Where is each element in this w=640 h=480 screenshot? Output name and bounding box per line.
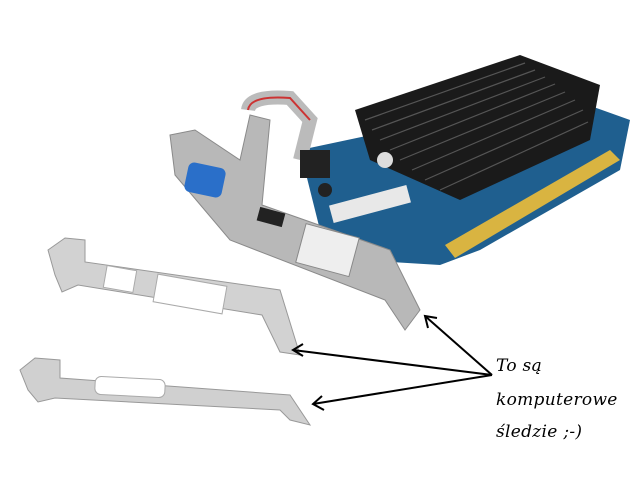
annotation-line-3: śledzie ;-) xyxy=(496,422,583,442)
heatsink xyxy=(355,55,600,200)
annotation-arrows xyxy=(291,314,493,411)
hdmi-port xyxy=(256,206,286,228)
annotation-line-1: To są xyxy=(496,356,543,376)
main-bracket xyxy=(169,114,421,331)
capacitor xyxy=(377,152,393,168)
capacitor xyxy=(300,150,330,178)
vga-port xyxy=(184,162,226,198)
dvi-port xyxy=(295,223,360,278)
annotation-line-2: komputerowe xyxy=(496,390,618,410)
pcie-connector xyxy=(445,150,620,258)
